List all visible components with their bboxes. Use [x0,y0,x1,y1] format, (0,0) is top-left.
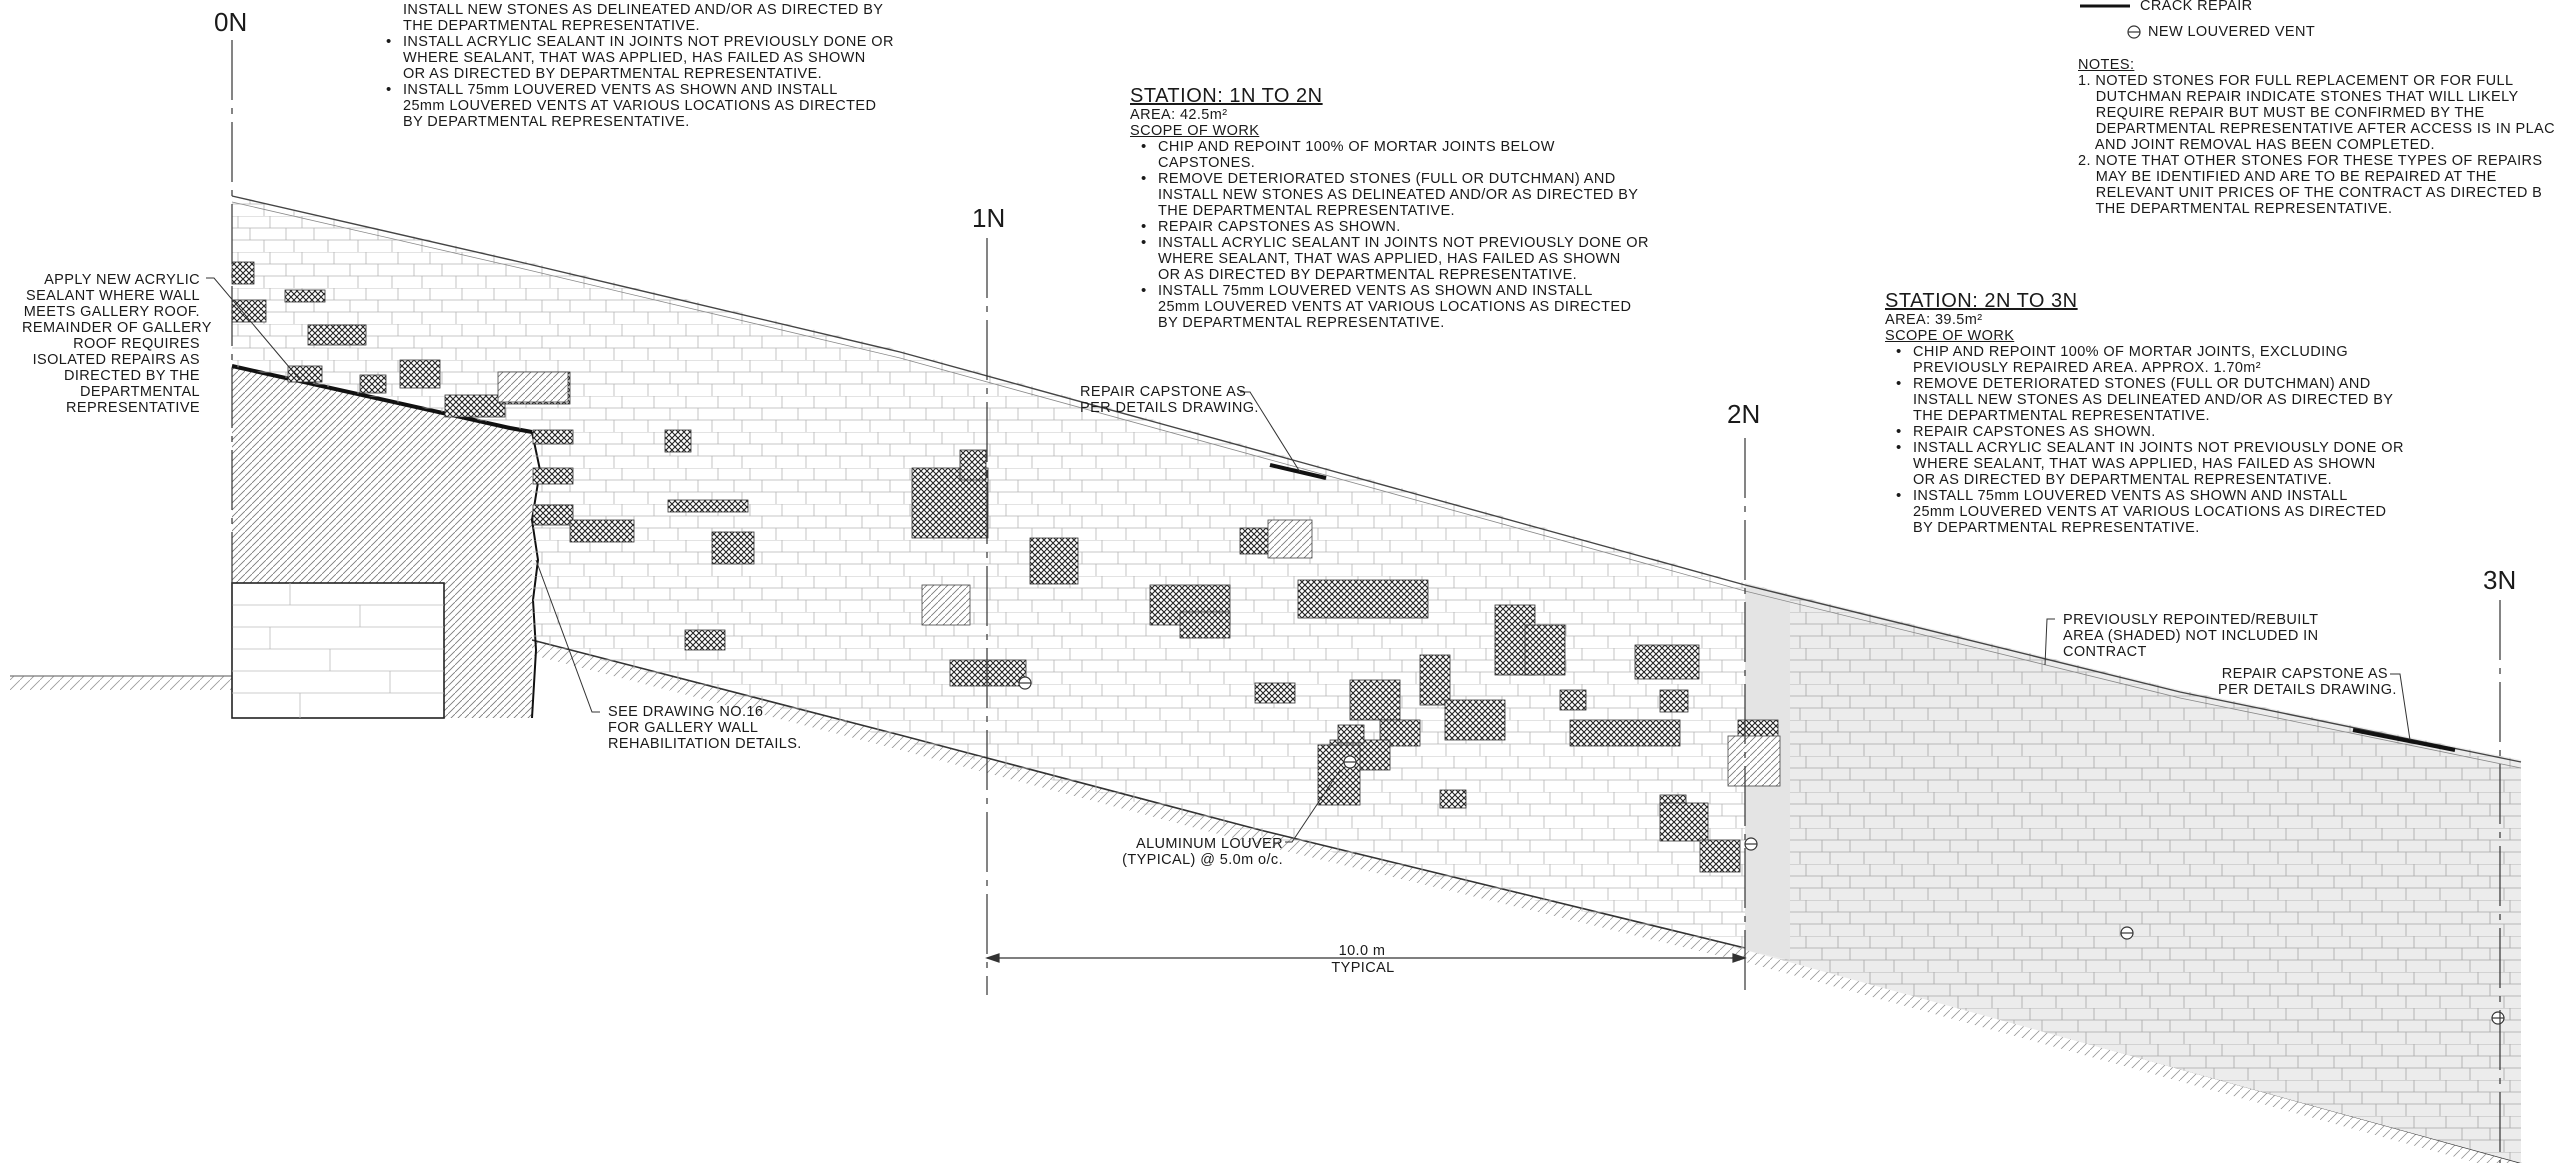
scope-item: REMOVE DETERIORATED STONES (FULL OR DUTC… [1896,376,2404,424]
scope-item: INSTALL 75mm LOUVERED VENTS AS SHOWN AND… [1141,283,1649,331]
scope-fragment-line-1: INSTALL NEW STONES AS DELINEATED AND/OR … [403,2,884,34]
note-item: 1. NOTED STONES FOR FULL REPLACEMENT OR … [2078,73,2555,153]
callout-acrylic-sealant: APPLY NEW ACRYLIC SEALANT WHERE WALL MEE… [22,272,212,416]
legend-crack-line [2080,4,2141,39]
callout-previously-repointed: PREVIOUSLY REPOINTED/REBUILT AREA (SHADE… [2063,612,2319,660]
note-item: 2. NOTE THAT OTHER STONES FOR THESE TYPE… [2078,153,2543,217]
scope-item: INSTALL ACRYLIC SEALANT IN JOINTS NOT PR… [1141,235,1649,283]
scope-item: REMOVE DETERIORATED STONES (FULL OR DUTC… [1141,171,1649,219]
dimension-value: 10.0 m [1338,943,1386,959]
station-2n-3n-scope-heading: SCOPE OF WORK [1885,328,2015,344]
station-1n-2n-area: AREA: 42.5m² [1130,107,1228,123]
grid-label-3n: 3N [2483,565,2517,595]
previously-repaired-stones [497,371,1781,787]
grid-label-1n: 1N [972,203,1006,233]
scope-item: CHIP AND REPOINT 100% OF MORTAR JOINTS B… [1141,139,1649,171]
leader-lines [206,277,2055,843]
station-1n-2n-block: STATION: 1N TO 2N AREA: 42.5m² SCOPE OF … [1130,85,1649,331]
dimension-note: TYPICAL [1331,960,1395,976]
deteriorated-stones [231,261,1779,873]
scope-item: INSTALL 75mm LOUVERED VENTS AS SHOWN AND… [1896,488,2404,536]
station-1n-2n-scope-heading: SCOPE OF WORK [1130,123,1260,139]
callout-see-drawing: SEE DRAWING NO.16 FOR GALLERY WALL REHAB… [608,704,802,752]
station-1n-2n-title: STATION: 1N TO 2N [1130,85,1323,107]
scope-item: CHIP AND REPOINT 100% OF MORTAR JOINTS, … [1896,344,2404,376]
scope-item: REPAIR CAPSTONES AS SHOWN. [1141,219,1649,235]
louvered-vents [1018,676,2505,1025]
callout-repair-capstone-1: REPAIR CAPSTONE AS PER DETAILS DRAWING. [1080,384,1259,416]
station-lines [231,40,2501,1163]
top-left-scope-fragment: INSTALL NEW STONES AS DELINEATED AND/OR … [375,2,894,130]
grid-label-2n: 2N [1727,399,1761,429]
scope-fragment-item: INSTALL ACRYLIC SEALANT IN JOINTS NOT PR… [386,34,894,82]
scope-item: INSTALL ACRYLIC SEALANT IN JOINTS NOT PR… [1896,440,2404,488]
station-2n-3n-block: STATION: 2N TO 3N AREA: 39.5m² SCOPE OF … [1885,290,2404,536]
station-2n-3n-area: AREA: 39.5m² [1885,312,1983,328]
callout-aluminum-louver: ALUMINUM LOUVER (TYPICAL) @ 5.0m o/c. [1122,836,1283,868]
grid-label-0n: 0N [214,7,248,37]
dimension-line [985,953,1747,963]
legend-new-louvered-vent: NEW LOUVERED VENT [2148,24,2316,40]
callout-repair-capstone-2: REPAIR CAPSTONE AS PER DETAILS DRAWING. [2218,666,2397,698]
notes-heading: NOTES: [2078,57,2135,73]
station-2n-3n-title: STATION: 2N TO 3N [1885,290,2078,312]
capstone-repair-marks [1269,463,2456,752]
notes-block: NOTES: 1. NOTED STONES FOR FULL REPLACEM… [2078,57,2555,217]
capstone-leaders [1240,391,2411,741]
legend-crack-repair: CRACK REPAIR [2140,0,2253,14]
scope-item: REPAIR CAPSTONES AS SHOWN. [1896,424,2404,440]
scope-fragment-item: INSTALL 75mm LOUVERED VENTS AS SHOWN AND… [386,82,894,130]
